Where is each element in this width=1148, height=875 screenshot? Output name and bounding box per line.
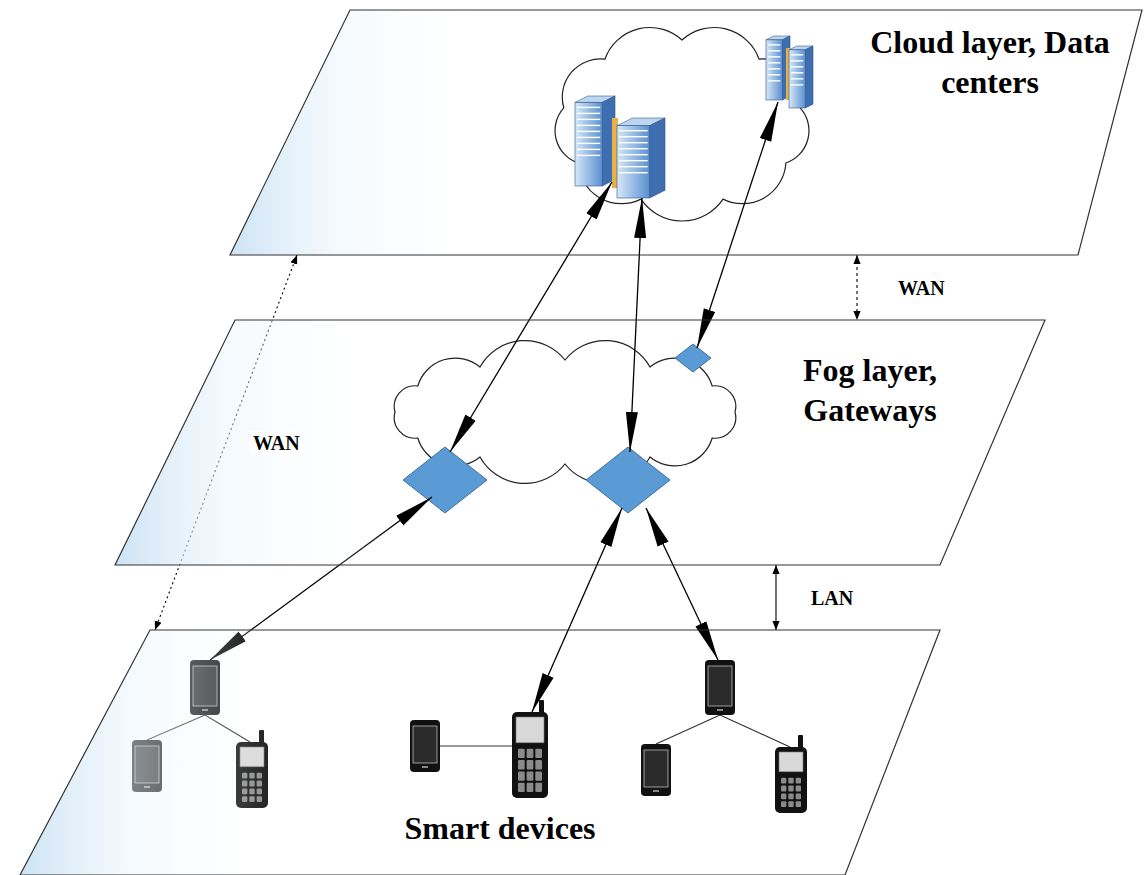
network-label: WAN (895, 276, 948, 300)
network-link (856, 255, 857, 320)
plane-outline (115, 320, 1045, 565)
plane-outline (20, 630, 940, 875)
network-link (775, 565, 776, 630)
layer-title: Fog layer, Gateways (765, 350, 975, 430)
network-label: WAN (250, 431, 303, 455)
layer-title: Smart devices (390, 808, 610, 848)
layer-plane: Smart devices (20, 630, 940, 875)
plane-outline (230, 10, 1142, 255)
layer-title: Cloud layer, Data centers (870, 22, 1110, 102)
network-label: LAN (808, 586, 856, 610)
layer-plane: Cloud layer, Data centers (230, 10, 1146, 255)
